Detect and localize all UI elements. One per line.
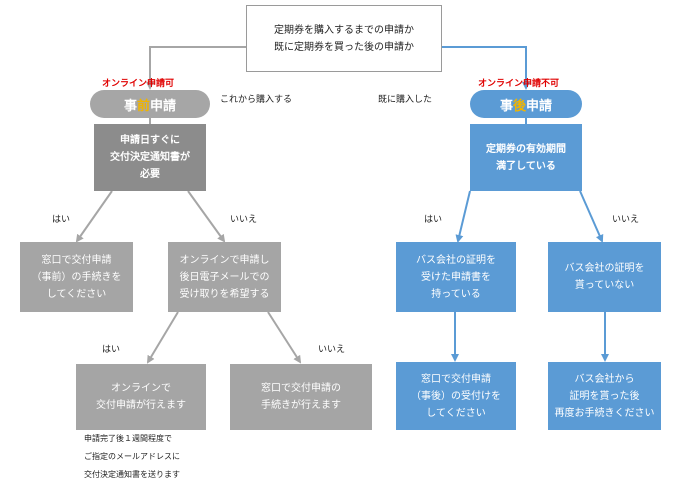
online-note: 申請完了後１週間程度で ご指定のメールアドレスに 交付決定通知書を送ります bbox=[84, 434, 180, 479]
left-question-box: 申請日すぐに 交付決定通知書が 必要 bbox=[94, 124, 206, 191]
right-yes-result-box: 窓口で交付申請 （事後）の受付けを してください bbox=[396, 362, 516, 430]
pill-post-accent: 後 bbox=[512, 98, 526, 114]
right-no-result-box: バス会社から 証明を貰った後 再度お手続きください bbox=[548, 362, 661, 430]
right-question-box: 定期券の有効期間 満了している bbox=[470, 124, 582, 191]
left-availability-label: オンライン申請可 bbox=[102, 79, 175, 89]
arrow-left-yes bbox=[75, 190, 113, 243]
left2-no-label: いいえ bbox=[318, 345, 346, 355]
right-yes-label: はい bbox=[424, 215, 443, 225]
left-branch-label: これから購入する bbox=[220, 95, 293, 105]
pill-pre-text-1: 事 bbox=[123, 98, 137, 114]
left-yes-label: はい bbox=[52, 215, 71, 225]
top-question-box: 定期券を購入するまでの申請か 既に定期券を買った後の申請か bbox=[246, 5, 442, 72]
left2-yes-label: はい bbox=[102, 345, 121, 355]
right-branch-label: 既に購入した bbox=[378, 95, 433, 105]
pill-pre-text-2: 申請 bbox=[150, 98, 177, 114]
arrow-left2-no bbox=[267, 311, 302, 364]
online-result-box: オンラインで 交付申請が行えます bbox=[76, 364, 206, 430]
arrow-left2-yes bbox=[146, 311, 179, 364]
arrow-right-no bbox=[579, 190, 604, 243]
left-no-label: いいえ bbox=[230, 215, 258, 225]
right-yes-box: バス会社の証明を 受けた申請書を 持っている bbox=[396, 242, 516, 312]
right-no-label: いいえ bbox=[612, 215, 640, 225]
window-result-box: 窓口で交付申請の 手続きが行えます bbox=[230, 364, 372, 430]
right-availability-label: オンライン申請不可 bbox=[478, 79, 560, 89]
pill-post-text-1: 事 bbox=[499, 98, 513, 114]
arrow-left-no bbox=[187, 190, 226, 243]
pill-post-text-2: 申請 bbox=[526, 98, 553, 114]
arrow-right-yes bbox=[455, 190, 471, 243]
pill-pre-accent: 前 bbox=[136, 98, 150, 114]
arrow-top-to-post bbox=[442, 46, 530, 90]
pre-application-pill: 事前申請 bbox=[90, 90, 210, 118]
arrow-top-to-pre bbox=[146, 46, 246, 90]
left-yes-result-box: 窓口で交付申請 （事前）の手続きを してください bbox=[20, 242, 133, 312]
post-application-pill: 事後申請 bbox=[470, 90, 582, 118]
left-question2-box: オンラインで申請し 後日電子メールでの 受け取りを希望する bbox=[168, 242, 281, 312]
right-no-box: バス会社の証明を 貰っていない bbox=[548, 242, 661, 312]
